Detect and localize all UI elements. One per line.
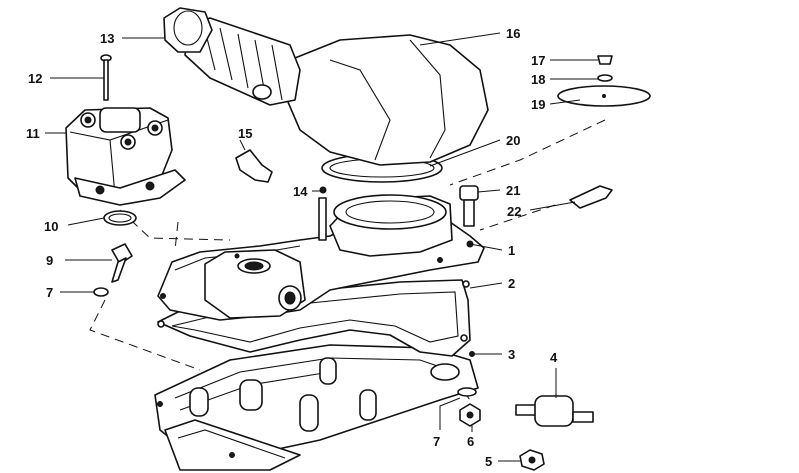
lower-housing-part-3 (154, 344, 479, 471)
clip-part-22 (569, 185, 613, 209)
screw-part-12 (100, 54, 112, 101)
callout-10: 10 (44, 219, 58, 234)
bolt-part-9 (111, 243, 133, 283)
callout-6: 6 (467, 434, 474, 449)
screw-part-17 (597, 55, 613, 65)
washer-part-7-left (93, 287, 109, 297)
leader-lines (45, 32, 598, 462)
bolt-part-21 (459, 185, 479, 227)
valve-block-part-11 (65, 107, 186, 206)
callout-12: 12 (28, 71, 42, 86)
small-parts (93, 54, 651, 471)
bracket-part-15 (235, 149, 273, 183)
callout-1: 1 (508, 243, 515, 258)
callout-14: 14 (293, 184, 308, 199)
callout-17: 17 (531, 53, 545, 68)
callout-11: 11 (26, 126, 40, 141)
callout-labels: 13 12 11 10 9 7 15 14 16 17 18 19 20 21 … (26, 26, 558, 469)
rubber-mount-part-4 (515, 395, 594, 427)
callout-18: 18 (531, 72, 545, 87)
callout-5: 5 (485, 454, 492, 469)
callout-7-left: 7 (46, 285, 53, 300)
callout-19: 19 (531, 97, 545, 112)
callout-21: 21 (506, 183, 520, 198)
washer-part-7-lower (457, 387, 477, 397)
callout-16: 16 (506, 26, 520, 41)
callout-20: 20 (506, 133, 520, 148)
callout-4: 4 (550, 350, 558, 365)
callout-3: 3 (508, 347, 515, 362)
callout-15: 15 (238, 126, 252, 141)
callout-7-lower: 7 (433, 434, 440, 449)
air-intake-silencer-part-16 (163, 7, 489, 166)
callout-13: 13 (100, 31, 114, 46)
stud-part-14 (318, 186, 327, 241)
callout-9: 9 (46, 253, 53, 268)
washer-part-18 (597, 74, 613, 82)
callout-2: 2 (508, 276, 515, 291)
callout-22: 22 (507, 204, 521, 219)
